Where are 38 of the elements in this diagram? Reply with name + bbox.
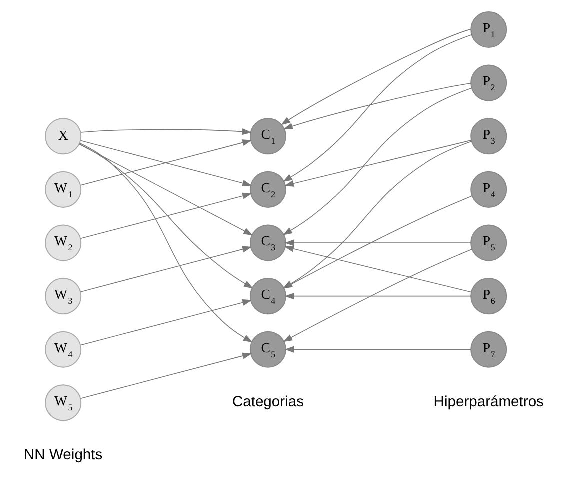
arrow: [282, 88, 472, 236]
node-circle: W$_{4}$: [45, 331, 82, 368]
node-circle: P$_{6}$: [470, 278, 508, 315]
node-circle: P$_{4}$: [470, 171, 508, 208]
node-circle: P$_{5}$: [470, 224, 508, 262]
arrow: [80, 246, 252, 292]
node-circle: W$_{1}$: [45, 171, 82, 208]
node-circle: C$_{1}$: [250, 118, 286, 155]
node-circle: P$_{1}$: [470, 11, 508, 48]
label: Categorias: [232, 394, 304, 410]
node-circle: W$_{3}$: [45, 278, 82, 315]
arrow: [80, 142, 253, 343]
arrow: [79, 144, 254, 236]
label: Hiperparámetros: [434, 394, 544, 410]
node-circle: W$_{2}$: [45, 224, 82, 262]
arrow: [80, 192, 252, 240]
arrow: [284, 246, 472, 293]
node-circle: P$_{3}$: [470, 118, 508, 155]
arrow: [79, 144, 254, 289]
node-circle: C$_{3}$: [250, 224, 286, 262]
arrow: [282, 34, 472, 182]
node-circle: C$_{5}$: [250, 331, 286, 368]
arrow: [284, 346, 472, 353]
arrow: [284, 240, 472, 246]
arrow: [283, 83, 472, 130]
arrow: [80, 299, 252, 346]
label: NN Weights: [24, 448, 103, 464]
arrow: [281, 28, 472, 126]
node-circle: C$_{2}$: [250, 171, 286, 208]
node-circle: W$_{5}$: [45, 384, 82, 422]
node-circle: P$_{2}$: [470, 64, 508, 102]
arrow: [80, 352, 252, 399]
arrow: [284, 293, 472, 300]
node-circle: P$_{7}$: [470, 331, 508, 368]
node-circle: C$_{4}$: [250, 278, 286, 315]
arrow: [80, 128, 252, 136]
arrow: [284, 140, 472, 187]
node-circle: X: [45, 118, 82, 155]
